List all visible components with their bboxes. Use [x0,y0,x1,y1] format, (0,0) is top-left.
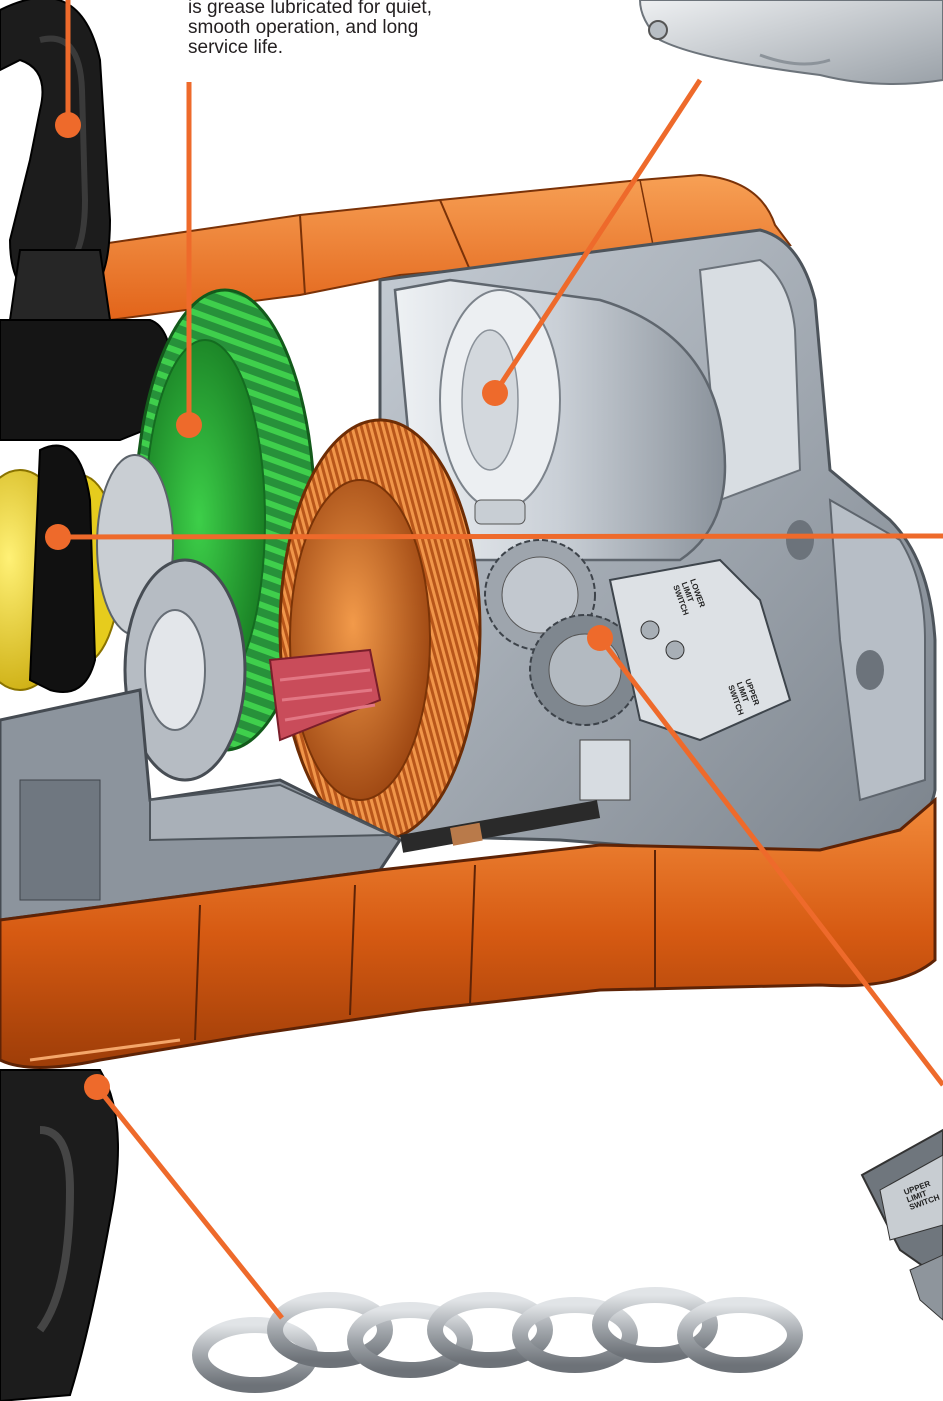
bearing-disc [123,558,247,782]
motor-end-cap [638,0,943,85]
caption-line-3: service life. [188,37,284,58]
feature-caption: is grease lubricated for quiet, smooth o… [188,0,488,58]
orange-dot-icon [482,380,508,406]
load-chain-illustration [192,1287,803,1393]
orange-dot-icon [55,112,81,138]
bottom-hook-illustration [0,1069,119,1401]
caption-line-2: smooth operation, and long [188,17,419,38]
orange-dot-icon [84,1074,110,1100]
load-sheave [0,444,174,693]
callout-dots [45,112,613,1100]
limit-switch-gears [484,539,641,801]
upper-limit-switch-label: UPPER LIMIT SWITCH [726,678,762,717]
upper-lower-switch-block: LOWER LIMIT SWITCH UPPER LIMIT SWITCH [608,558,792,742]
top-hook-illustration [0,0,174,441]
callout-lines [57,0,943,1320]
caption-line-1: is grease lubricated for quiet, [188,0,432,18]
limit-switch-detail: UPPER LIMIT SWITCH [860,1128,943,1321]
callout-line-load-sheave [57,533,943,540]
callout-line-limit-switch [598,636,943,1087]
orange-dot-icon [45,524,71,550]
motor-brake-drum [393,278,727,562]
housing-lower-frame [0,688,403,922]
housing-lower-shell [0,796,937,1069]
callout-line-motor-brake [492,78,703,395]
orange-dot-icon [587,625,613,651]
orange-dot-icon [176,412,202,438]
bronze-gear [268,418,482,842]
callout-line-bottom-hook [95,1085,284,1320]
limit-switch-shaft [400,800,601,853]
